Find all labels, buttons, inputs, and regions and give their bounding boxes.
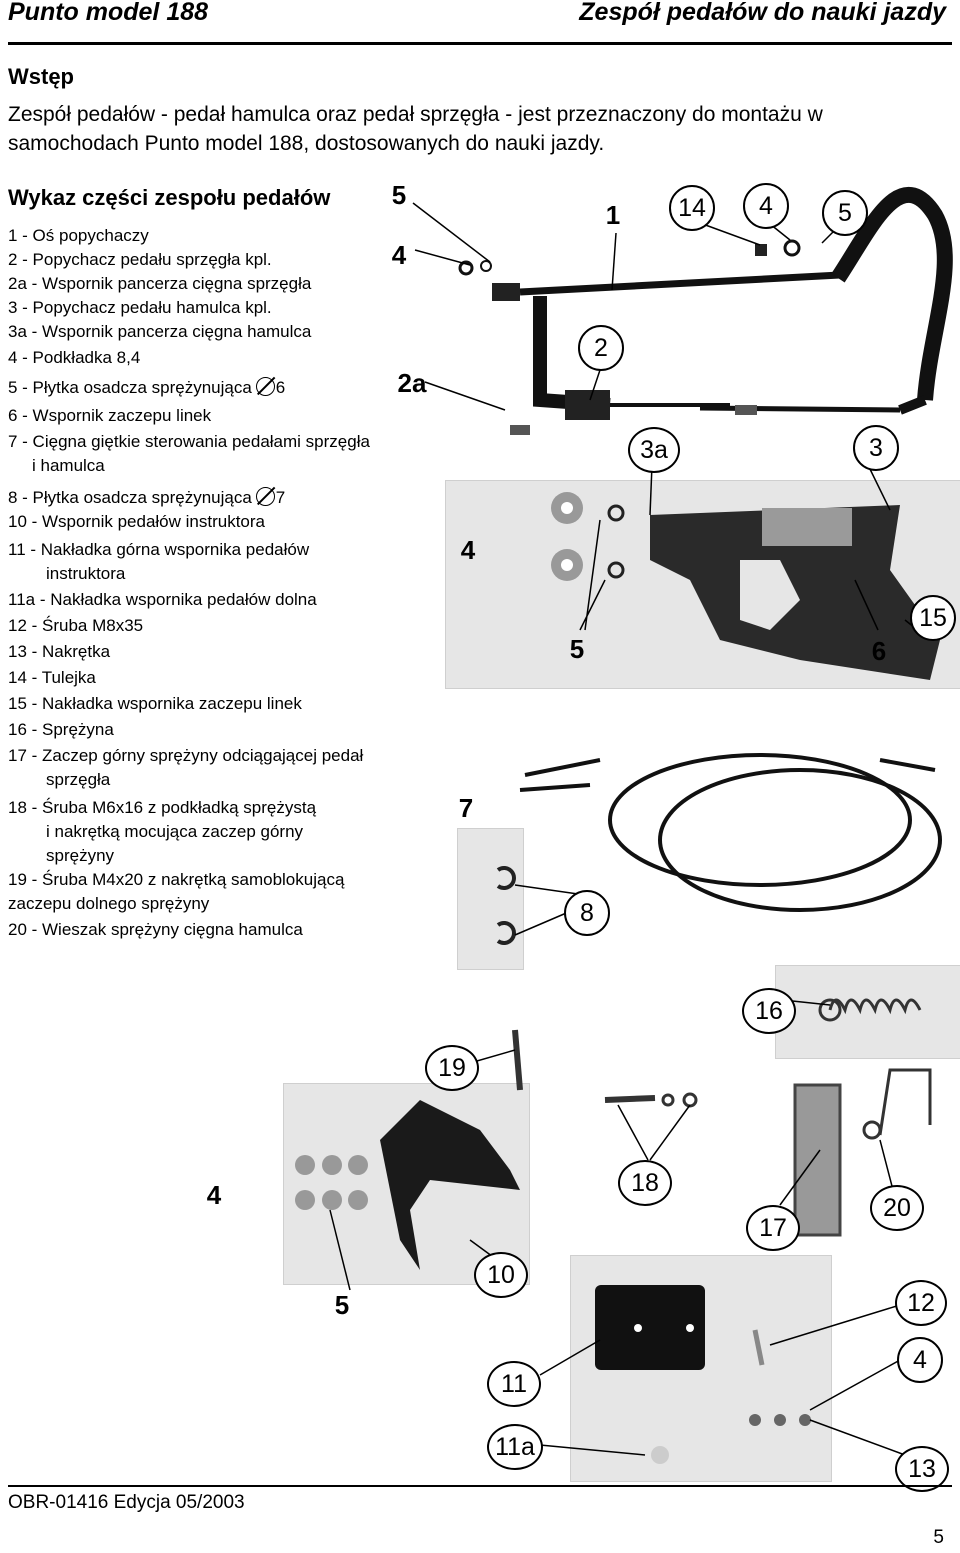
part-item: 10 - Wspornik pedałów instruktora	[8, 512, 266, 531]
callout-12: 12	[895, 1280, 947, 1326]
callout-10: 10	[474, 1252, 528, 1298]
callout-11: 11	[487, 1361, 541, 1407]
document-code: OBR-01416 Edycja 05/2003	[8, 1492, 245, 1513]
document-section-title: Zespół pedałów do nauki jazdy	[579, 0, 946, 26]
callout-5-plate: 5	[334, 1290, 350, 1320]
part-item: 3a - Wspornik pancerza cięgna hamulca	[8, 322, 312, 341]
callout-15: 15	[910, 595, 956, 641]
callout-4-axle: 4	[743, 183, 789, 229]
callout-14: 14	[669, 185, 715, 231]
part-item: 11a - Nakładka wspornika pedałów dolna	[8, 590, 317, 609]
callout-6: 6	[871, 636, 887, 666]
part-item: 7 - Cięgna giętkie sterowania pedałami s…	[8, 432, 370, 475]
part-item: 13 - Nakrętka	[8, 642, 111, 661]
part-item: 4 - Podkładka 8,4	[8, 348, 141, 367]
callout-5: 5	[391, 180, 407, 210]
callout-20: 20	[870, 1185, 924, 1231]
spring-photo	[775, 965, 960, 1059]
part-item: 15 - Nakładka wspornika zaczepu linek	[8, 694, 302, 713]
callout-7: 7	[458, 793, 474, 823]
part-item: 6 - Wspornik zaczepu linek	[8, 406, 212, 425]
part-item: 14 - Tulejka	[8, 668, 96, 687]
intro-heading: Wstęp	[8, 64, 74, 89]
callout-1: 1	[605, 200, 621, 230]
callout-4: 4	[391, 240, 407, 270]
callout-17: 17	[746, 1205, 800, 1251]
callout-4-plate: 4	[206, 1180, 222, 1210]
bracket-cover-photo	[570, 1255, 832, 1482]
callout-11a: 11a	[487, 1424, 543, 1470]
parts-heading: Wykaz części zespołu pedałów	[8, 185, 331, 210]
part-item: 3 - Popychacz pedału hamulca kpl.	[8, 298, 272, 317]
header-rule	[8, 42, 952, 45]
part-item: 2a - Wspornik pancerza cięgna sprzęgła	[8, 274, 312, 293]
intro-text: Zespół pedałów - pedał hamulca oraz peda…	[8, 103, 823, 155]
callout-2: 2	[578, 325, 624, 371]
part-item: 20 - Wieszak sprężyny cięgna hamulca	[8, 920, 303, 939]
callout-5-bracket: 5	[569, 634, 585, 664]
page-number: 5	[933, 1527, 944, 1548]
part-item: 2 - Popychacz pedału sprzęgła kpl.	[8, 250, 272, 269]
callout-2a: 2a	[397, 368, 427, 398]
callout-4-cover: 4	[897, 1337, 943, 1383]
part-item: 1 - Oś popychaczy	[8, 226, 149, 245]
retaining-clips-photo	[457, 828, 524, 970]
part-item: 17 - Zaczep górny sprężyny odciągającej …	[8, 746, 364, 789]
callout-19: 19	[425, 1045, 479, 1091]
callout-3: 3	[853, 425, 899, 471]
document-model-title: Punto model 188	[8, 0, 209, 26]
callout-13: 13	[895, 1446, 949, 1492]
callout-18: 18	[618, 1160, 672, 1206]
diameter-icon	[255, 377, 275, 396]
callout-5-axle: 5	[822, 190, 868, 236]
diameter-icon	[255, 487, 275, 506]
part-item: 12 - Śruba M8x35	[8, 616, 144, 635]
pedal-axle-assembly	[458, 186, 953, 435]
part-item: 16 - Sprężyna	[8, 720, 114, 739]
callout-4-bracket: 4	[460, 535, 476, 565]
control-cables	[519, 753, 942, 912]
part-item: 19 - Śruba M4x20 z nakrętką samoblokując…	[8, 870, 345, 913]
callout-8: 8	[564, 890, 610, 936]
footer-rule	[8, 1485, 952, 1487]
callout-16: 16	[742, 988, 796, 1034]
callout-3a: 3a	[628, 427, 680, 473]
